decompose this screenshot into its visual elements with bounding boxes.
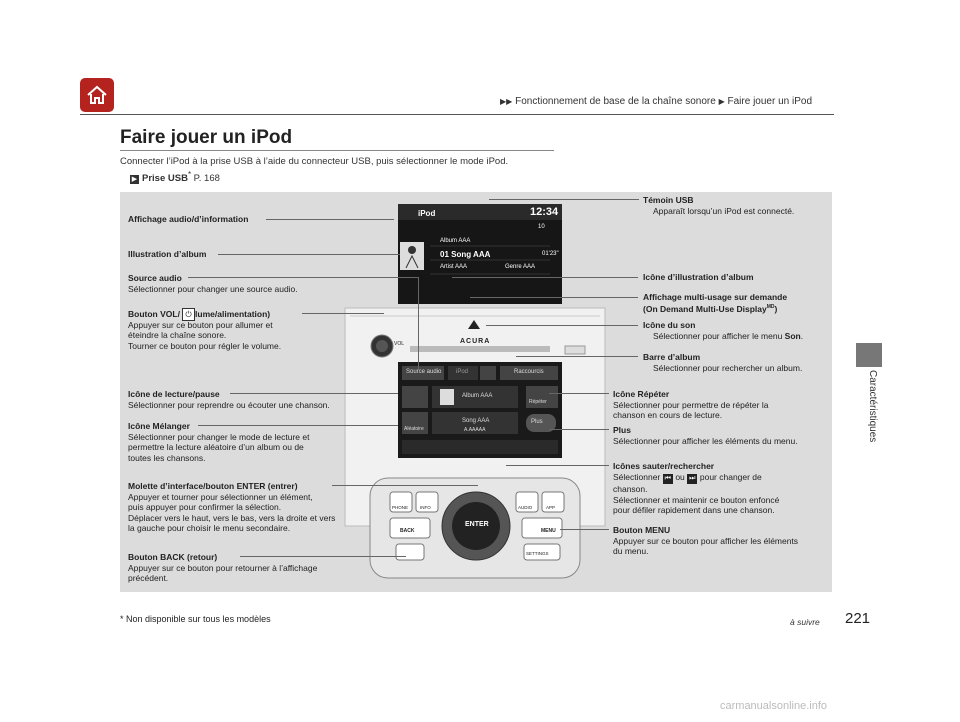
watermark: carmanualsonline.info [720,700,828,712]
power-icon: ⏻ [182,308,195,321]
label-skip-icons: Icônes sauter/rechercher Sélectionner ⏮ … [613,461,780,515]
section-tab[interactable] [856,343,882,367]
label-audio-display: Affichage audio/d’information [128,214,249,224]
label-shuffle: Icône Mélanger Sélectionner pour changer… [128,421,310,463]
label-vol-button: Bouton VOL/ (volume/alimentation) Appuye… [128,309,282,351]
enter-button[interactable]: ENTER [465,521,489,528]
lower-source-button[interactable]: Source audio [406,369,442,375]
screen-time: 01'23" [542,251,559,257]
continued-label: à suivre [790,617,820,627]
settings-button[interactable]: SETTINGS [526,551,549,556]
skip-back-icon: ⏮ [662,473,673,484]
label-back-button: Bouton BACK (retour) Appuyer sur ce bout… [128,552,318,583]
vol-label: VOL [394,341,405,347]
skip-forward-icon: ⏭ [687,473,698,484]
audio-button[interactable]: AUDIO [518,505,533,510]
reference-arrow-icon: ▶ [130,175,139,185]
label-album-illustration: Illustration d’album [128,249,207,259]
screen-genre: Genre AAA [505,264,536,270]
xref-page: P. 168 [191,173,220,185]
label-album-art-icon: Icône d’illustration d’album [643,272,754,282]
lower-song: Song AAA [462,418,490,424]
screen-album: Album AAA [440,238,471,244]
cross-reference[interactable]: ▶Prise USB* P. 168 [130,170,220,185]
lower-artist: A.AAAAA [464,427,486,433]
repeat-button[interactable]: Répéter [529,399,547,405]
breadcrumb: ▶▶ Fonctionnement de base de la chaîne s… [500,96,812,107]
intro-text: Connecter l’iPod à la prise USB à l’aide… [120,156,509,167]
page-number: 221 [845,610,871,627]
screen-song: 01 Song AAA [440,250,491,259]
footnote: * Non disponible sur tous les modèles [120,614,271,624]
brand-logo: ACURA [460,338,491,345]
phone-button[interactable]: PHONE [392,505,409,510]
breadcrumb-arrow-icon: ▶▶ [500,97,513,106]
info-button[interactable]: INFO [420,505,431,510]
plus-button[interactable]: Plus [531,419,543,425]
title-divider [120,150,554,151]
screen-source: iPod [418,209,436,218]
breadcrumb-arrow-icon: ▶ [718,97,725,106]
xref-star: * [187,170,192,179]
label-interface-dial: Molette d’interface/bouton ENTER (entrer… [128,481,336,533]
screen-track-number: 10 [538,224,545,230]
lower-ipod-tab[interactable]: iPod [456,369,469,375]
back-button[interactable]: BACK [400,528,415,534]
page-title: Faire jouer un iPod [120,127,293,148]
breadcrumb-item[interactable]: Faire jouer un iPod [727,96,813,107]
hazard-icon [468,320,480,329]
label-repeat-icon: Icône Répéter Sélectionner pour permettr… [613,389,769,420]
upper-screen [398,204,562,304]
screen-clock: 12:34 [530,206,559,218]
label-sound-icon: Icône du son Sélectionner pour afficher … [643,320,804,341]
menu-button[interactable]: MENU [541,528,556,534]
xref-label: Prise USB [142,173,188,185]
screen-artist: Artist AAA [440,264,468,270]
label-odmd: Affichage multi-usage sur demande (On De… [643,292,788,315]
shuffle-button[interactable]: Aléatoire [404,426,424,432]
app-button[interactable]: APP [546,505,556,510]
section-label: Caractéristiques [867,370,878,443]
home-button[interactable] [80,78,114,112]
breadcrumb-item[interactable]: Fonctionnement de base de la chaîne sono… [515,96,716,107]
dashboard-illustration [344,204,606,579]
label-menu-button: Bouton MENU Appuyer sur ce bouton pour a… [613,525,799,556]
header-divider [80,114,834,115]
lower-shortcut-button[interactable]: Raccourcis [514,369,544,375]
home-icon [87,85,107,104]
lower-album-bar[interactable]: Album AAA [462,393,493,399]
